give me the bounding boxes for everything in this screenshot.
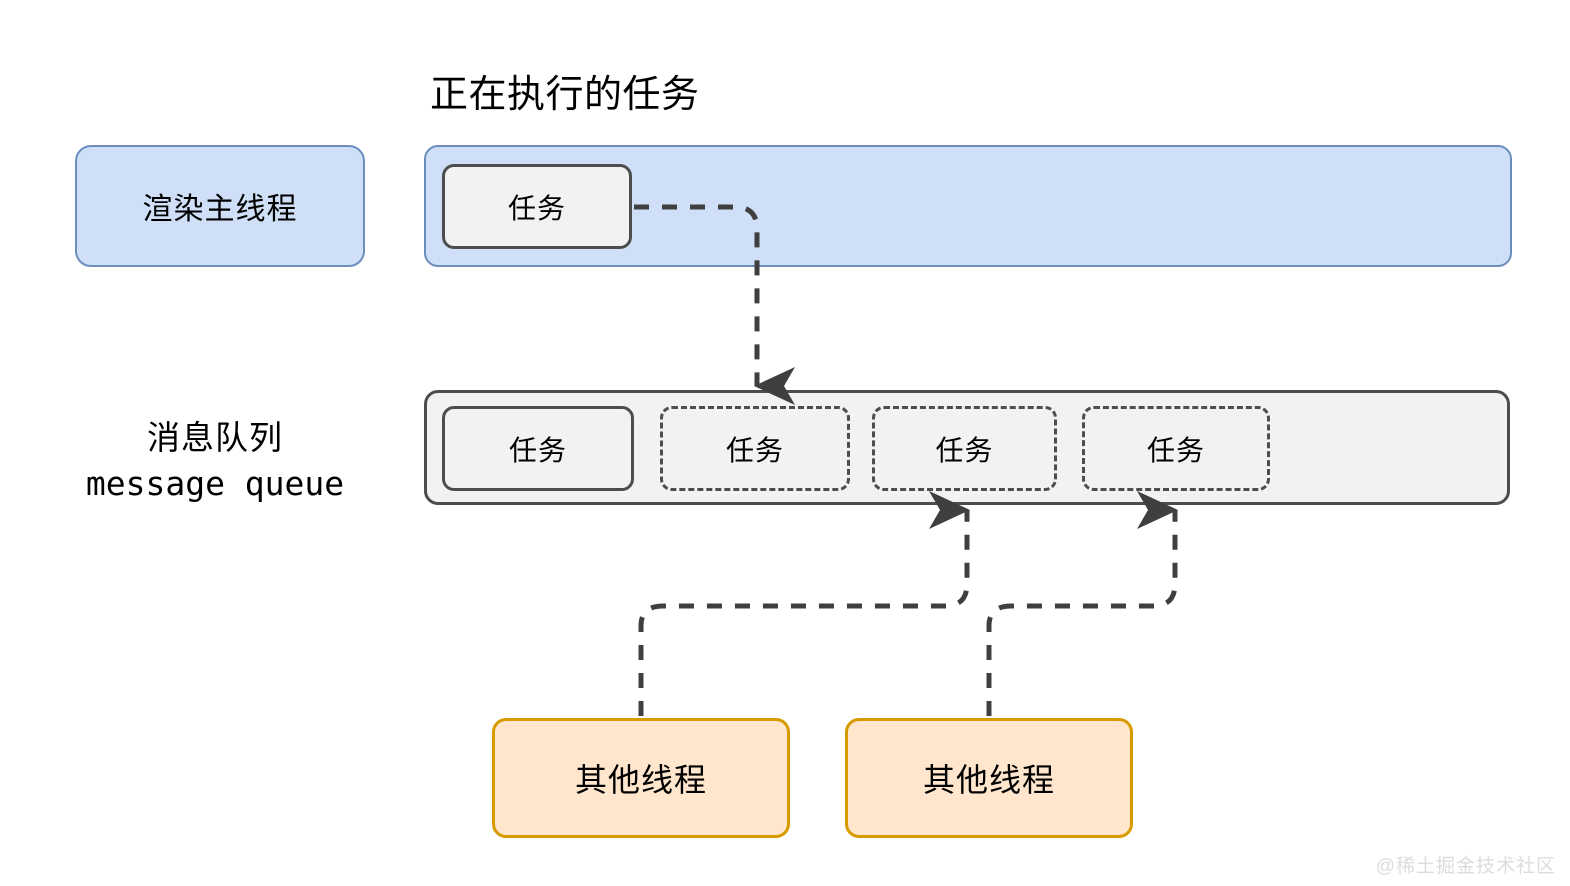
watermark: @稀土掘金技术社区: [1375, 856, 1556, 877]
queue-task-box-1[interactable]: 任务: [660, 406, 850, 491]
queue-task-box-0[interactable]: 任务: [442, 406, 634, 491]
queue-task-label-3: 任务: [1146, 434, 1205, 466]
queue-task-label-2: 任务: [935, 434, 994, 466]
message-queue-label-en: message queue: [85, 464, 345, 503]
queue-task-box-3[interactable]: 任务: [1082, 406, 1270, 491]
message-queue-label: 消息队列 message queue: [20, 415, 410, 507]
other-thread-label-0: 其他线程: [574, 762, 707, 798]
queue-task-label-1: 任务: [725, 434, 784, 466]
other-thread-box-0[interactable]: 其他线程: [492, 718, 790, 838]
arrow-thread2-to-queue: [986, 491, 1178, 716]
page-title: 正在执行的任务: [430, 74, 700, 116]
queue-task-label-0: 任务: [508, 434, 567, 466]
render-main-thread-label: 渲染主线程: [142, 193, 298, 226]
executing-task-box[interactable]: 任务: [442, 164, 632, 249]
other-thread-label-1: 其他线程: [922, 762, 1055, 798]
arrow-thread1-to-queue: [638, 491, 970, 716]
executing-task-label: 任务: [507, 192, 566, 224]
render-main-thread-label-box: 渲染主线程: [75, 145, 365, 267]
queue-task-box-2[interactable]: 任务: [872, 406, 1057, 491]
other-thread-box-1[interactable]: 其他线程: [845, 718, 1133, 838]
message-queue-label-cn: 消息队列: [147, 419, 283, 456]
